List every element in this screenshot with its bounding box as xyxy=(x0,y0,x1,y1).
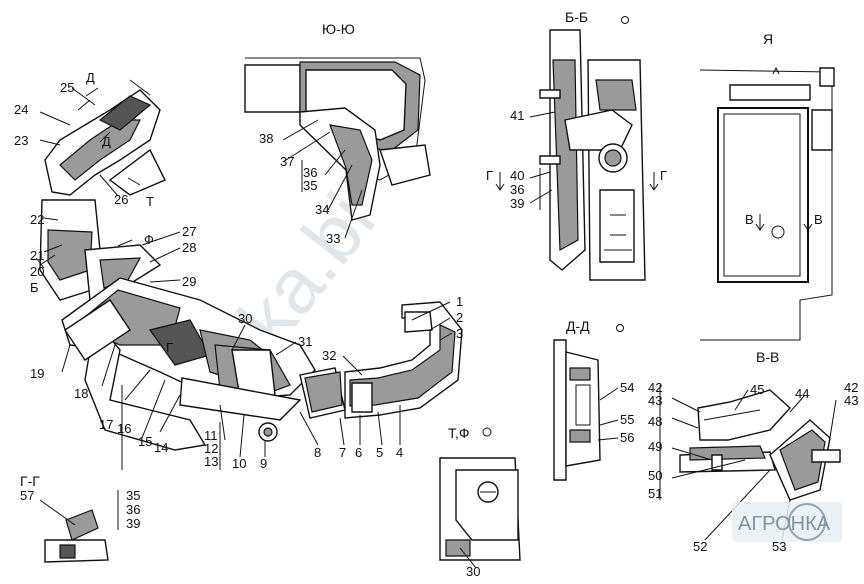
view-mark-v-right: В xyxy=(814,212,823,227)
callout-10: 10 xyxy=(232,456,246,471)
section-title-bb: Б-Б xyxy=(565,9,588,25)
callout-24: 24 xyxy=(14,102,28,117)
callout-1: 1 xyxy=(456,294,463,309)
callout-43: 43 xyxy=(648,393,662,408)
section-v-v: В-В xyxy=(679,349,841,501)
main-seal-assembly xyxy=(39,79,463,451)
section-title-tf: Т,Ф xyxy=(448,425,470,441)
callout-53: 53 xyxy=(772,539,786,554)
view-mark-v-left: В xyxy=(745,212,754,227)
callout-23: 23 xyxy=(14,133,28,148)
callout-35-gg: 35 xyxy=(126,488,140,503)
callout-48: 48 xyxy=(648,414,662,429)
callout-16: 16 xyxy=(117,421,131,436)
callout-25: 25 xyxy=(60,80,74,95)
leader-lines xyxy=(39,87,837,569)
view-mark-g-main: Г xyxy=(166,340,173,355)
view-letters: Д Д Т Б Ф Г Г В В Г xyxy=(30,70,823,355)
callout-5: 5 xyxy=(376,445,383,460)
callout-2: 2 xyxy=(456,310,463,325)
callout-19: 19 xyxy=(30,366,44,381)
callout-27: 27 xyxy=(182,224,196,239)
callout-4: 4 xyxy=(396,445,403,460)
section-d-d: Д-Д xyxy=(553,318,624,481)
section-t-f: Т,Ф xyxy=(439,425,521,561)
callout-29: 29 xyxy=(182,274,196,289)
view-mark-t: Т xyxy=(146,194,154,209)
callout-42: 42 xyxy=(648,380,662,395)
callout-36: 36 xyxy=(303,165,317,180)
callout-9: 9 xyxy=(260,456,267,471)
logo-text: АГРОНКА xyxy=(738,513,831,535)
section-title-ya: Я xyxy=(763,31,773,47)
callout-38: 38 xyxy=(259,131,273,146)
section-g-g: Г-Г xyxy=(20,473,109,563)
callout-36-bb: 36 xyxy=(510,182,524,197)
section-b-b: Б-Б xyxy=(539,9,646,281)
callout-43-right: 43 xyxy=(844,393,858,408)
callout-28: 28 xyxy=(182,240,196,255)
callout-17: 17 xyxy=(99,417,113,432)
view-mark-b: Б xyxy=(30,280,39,295)
section-ya: Я xyxy=(699,31,835,341)
callout-42-right: 42 xyxy=(844,380,858,395)
callout-54: 54 xyxy=(620,380,634,395)
callout-35: 35 xyxy=(303,178,317,193)
view-mark-g-right: Г xyxy=(660,168,667,183)
callout-32: 32 xyxy=(322,348,336,363)
view-mark-f: Ф xyxy=(144,232,154,247)
callout-13: 13 xyxy=(204,454,218,469)
section-title-gg: Г-Г xyxy=(20,473,40,489)
view-mark-d-top: Д xyxy=(86,70,95,85)
callout-21: 21 xyxy=(30,248,44,263)
callout-30-tf: 30 xyxy=(466,564,480,579)
callout-36-gg: 36 xyxy=(126,502,140,517)
section-title-dd: Д-Д xyxy=(566,318,590,334)
callout-44: 44 xyxy=(795,386,809,401)
callout-31: 31 xyxy=(298,334,312,349)
callout-45: 45 xyxy=(750,382,764,397)
callout-20: 20 xyxy=(30,264,44,279)
callout-12: 12 xyxy=(204,441,218,456)
callout-11: 11 xyxy=(204,428,218,443)
callout-6: 6 xyxy=(355,445,362,460)
callout-39: 39 xyxy=(510,196,524,211)
section-title-yu: Ю-Ю xyxy=(322,21,355,37)
view-mark-g-left: Г xyxy=(486,168,493,183)
callout-26: 26 xyxy=(114,192,128,207)
callout-52: 52 xyxy=(693,539,707,554)
view-arrows xyxy=(35,87,813,269)
callout-55: 55 xyxy=(620,412,634,427)
section-title-vv: В-В xyxy=(756,349,779,365)
callout-8: 8 xyxy=(314,445,321,460)
callout-40: 40 xyxy=(510,168,524,183)
section-yu-yu: Ю-Ю xyxy=(244,21,431,221)
callout-30: 30 xyxy=(238,311,252,326)
callout-57: 57 xyxy=(20,488,34,503)
callout-39-gg: 39 xyxy=(126,516,140,531)
callout-56: 56 xyxy=(620,430,634,445)
callout-3: 3 xyxy=(456,326,463,341)
callout-7: 7 xyxy=(339,445,346,460)
callout-50: 50 xyxy=(648,468,662,483)
callout-22: 22 xyxy=(30,212,44,227)
view-mark-d-inner: Д xyxy=(102,134,111,149)
callout-labels: 1 2 3 4 5 6 7 8 9 10 11 12 13 14 15 16 1… xyxy=(14,80,858,579)
callout-18: 18 xyxy=(74,386,88,401)
callout-33: 33 xyxy=(326,231,340,246)
callout-34: 34 xyxy=(315,202,329,217)
callout-14: 14 xyxy=(154,440,168,455)
callout-15: 15 xyxy=(138,434,152,449)
callout-37: 37 xyxy=(280,154,294,169)
agronka-logo: АГРОНКА xyxy=(732,502,842,542)
callout-51: 51 xyxy=(648,486,662,501)
callout-49: 49 xyxy=(648,439,662,454)
callout-41: 41 xyxy=(510,108,524,123)
